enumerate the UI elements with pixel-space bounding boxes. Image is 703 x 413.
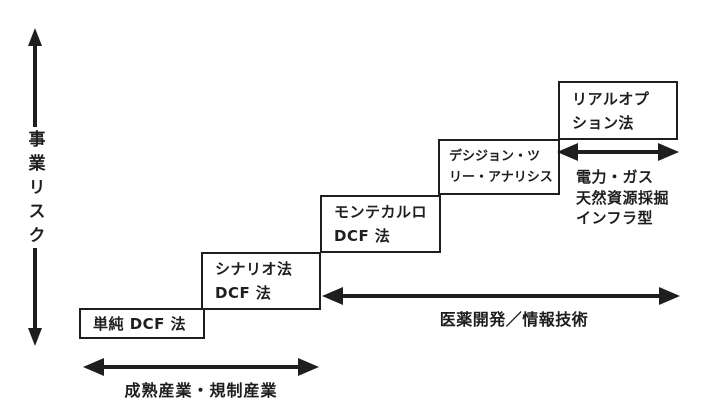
arrow-left-icon [557,143,578,161]
arrow-right-icon [659,287,680,305]
range-label-power-gas-infra: 電力・ガス 天然資源採掘 インフラ型 [576,168,670,227]
range-label-mature-industries: 成熟産業・規制産業 [124,381,278,400]
arrow-right-icon [658,143,679,161]
method-box-real-option: リアルオプ ション法 [558,81,678,140]
range-arrow-mature-industries [83,358,319,376]
business-risk-axis-label: 事業リスク [24,129,45,250]
method-box-simple-dcf: 単純 DCF 法 [79,308,205,339]
method-box-decision-tree-analysis: デシジョン・ツ リー・アナリシス [438,139,560,195]
range-arrow-pharma-it [322,287,680,305]
arrow-shaft [341,294,661,298]
arrow-shaft [576,150,660,154]
arrow-left-icon [322,287,343,305]
arrow-down-icon [28,328,42,346]
business-risk-axis: 事業リスク [25,28,45,346]
range-label-pharma-it: 医薬開発／情報技術 [439,310,589,329]
arrow-left-icon [83,358,104,376]
axis-line-lower [33,247,37,330]
arrow-shaft [102,365,300,369]
arrow-right-icon [298,358,319,376]
range-arrow-power-gas-infra [557,143,679,161]
method-box-scenario-dcf: シナリオ法 DCF 法 [201,252,321,310]
method-box-monte-carlo-dcf: モンテカルロ DCF 法 [320,195,441,253]
axis-line-upper [33,44,37,127]
arrow-up-icon [28,28,42,46]
